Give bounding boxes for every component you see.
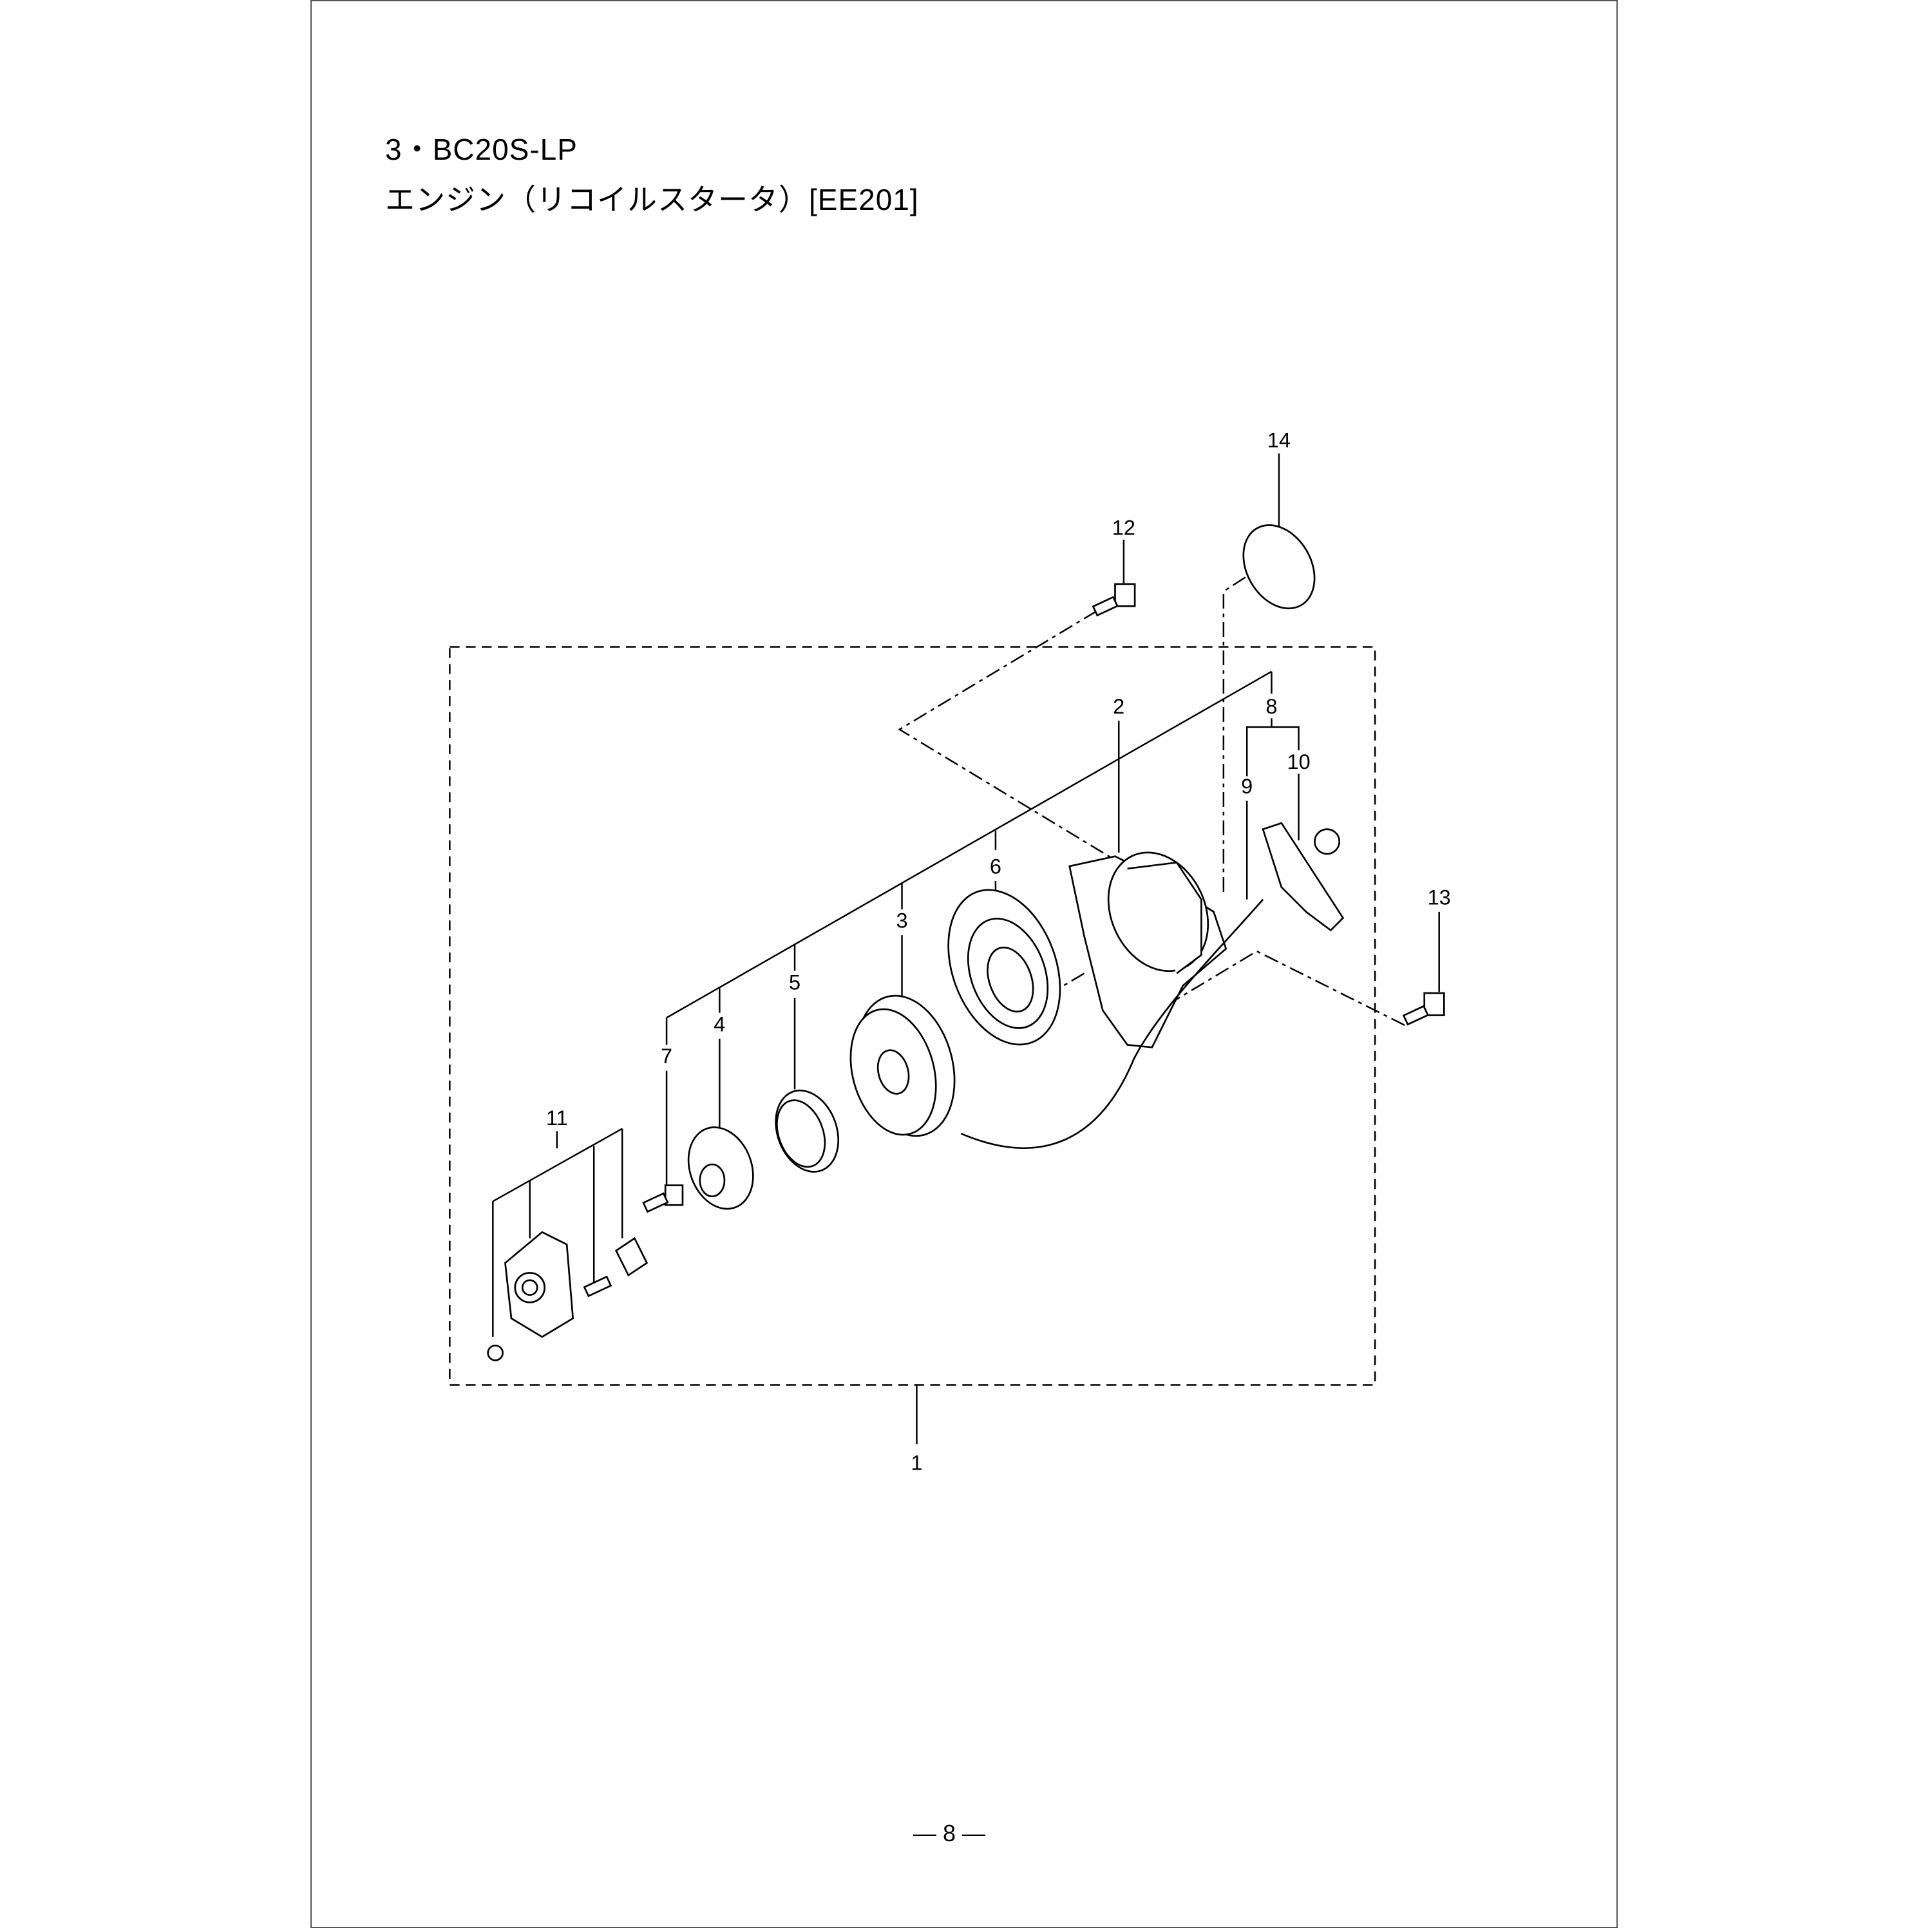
part-label-5: 5	[789, 971, 800, 994]
part-label-7: 7	[661, 1045, 672, 1068]
part-label-4: 4	[714, 1012, 725, 1036]
part-labels: 1 2 3 4 5 6 7 8 9 10 11 12 13 14	[546, 429, 1451, 1475]
part-label-9: 9	[1241, 775, 1253, 798]
part-label-10: 10	[1287, 750, 1310, 773]
section-title: 3・BC20S-LP	[385, 133, 578, 166]
part-label-11: 11	[546, 1106, 568, 1130]
part-2-starter-case	[1068, 851, 1227, 1048]
part-12-screw	[1092, 583, 1136, 617]
part-6-spring	[947, 889, 1061, 1046]
part-label-6: 6	[990, 855, 1001, 878]
part-14-label-disc	[1242, 524, 1316, 610]
part-13-screw	[1402, 992, 1445, 1026]
page-number: — 8 —	[913, 1820, 986, 1846]
part-label-12: 12	[1112, 516, 1135, 539]
part-label-1: 1	[911, 1452, 922, 1475]
part-4-ratchet	[687, 1126, 754, 1210]
page-border	[310, 0, 1618, 1928]
part-9-rope	[960, 898, 1264, 1149]
part-label-13: 13	[1428, 886, 1451, 909]
part-10-handle	[1262, 822, 1345, 932]
part-7-screw	[642, 1184, 684, 1213]
part-label-14: 14	[1267, 429, 1291, 452]
part-5-spring	[775, 1089, 840, 1173]
part-label-2: 2	[1113, 695, 1124, 718]
section-subtitle: エンジン（リコイルスタータ）[EE201]	[385, 183, 919, 216]
part-3-reel	[849, 994, 956, 1137]
part-label-8: 8	[1265, 695, 1277, 718]
part-label-3: 3	[896, 909, 907, 933]
part-11-pulley-assy	[487, 1231, 649, 1361]
